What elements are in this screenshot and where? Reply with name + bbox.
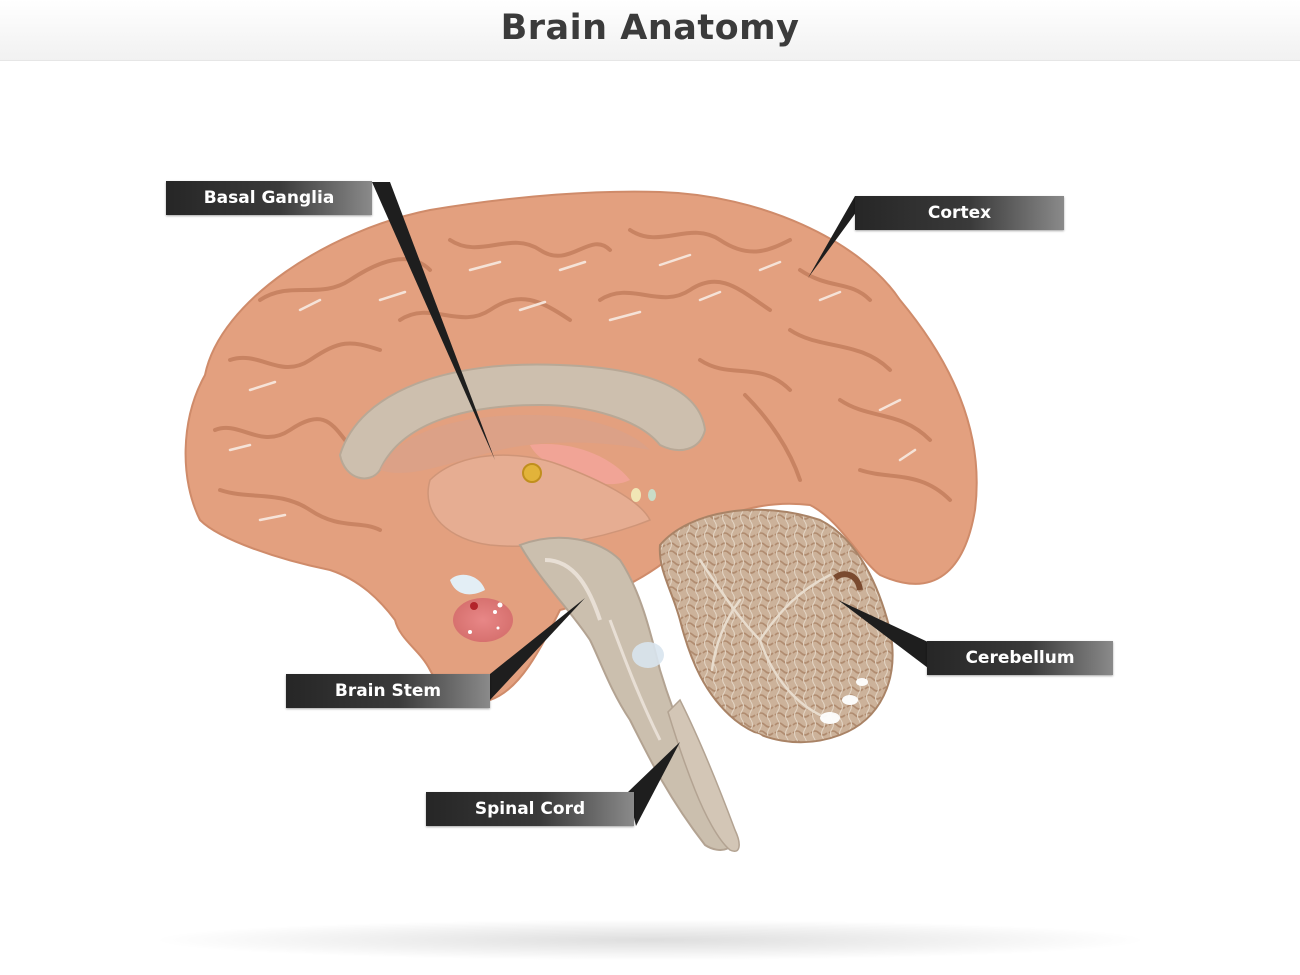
- label-cortex: Cortex: [855, 196, 1064, 230]
- pointer-basal-ganglia: [372, 182, 495, 460]
- basal-ganglia-region: [427, 454, 652, 548]
- pointer-spinal-cord: [628, 742, 680, 826]
- pointer-cortex: [808, 196, 868, 278]
- label-basal-ganglia: Basal Ganglia: [166, 181, 372, 215]
- label-cerebellum: Cerebellum: [927, 641, 1113, 675]
- pointer-brain-stem: [490, 598, 585, 700]
- cerebellum-shape: [658, 508, 894, 744]
- cerebrum-shape: [184, 190, 978, 702]
- label-spinal-cord: Spinal Cord: [426, 792, 634, 826]
- pons-highlight: [632, 642, 664, 668]
- title-bar: [0, 0, 1300, 61]
- pineal-dot: [522, 463, 542, 483]
- pointer-cerebellum: [838, 600, 928, 668]
- label-brain-stem: Brain Stem: [286, 674, 490, 708]
- diagram-title: Brain Anatomy: [500, 8, 800, 48]
- pituitary: [453, 598, 513, 642]
- spinal-cord-shape: [667, 698, 740, 852]
- ground-shadow: [160, 920, 1140, 960]
- inner-arc: [338, 363, 707, 480]
